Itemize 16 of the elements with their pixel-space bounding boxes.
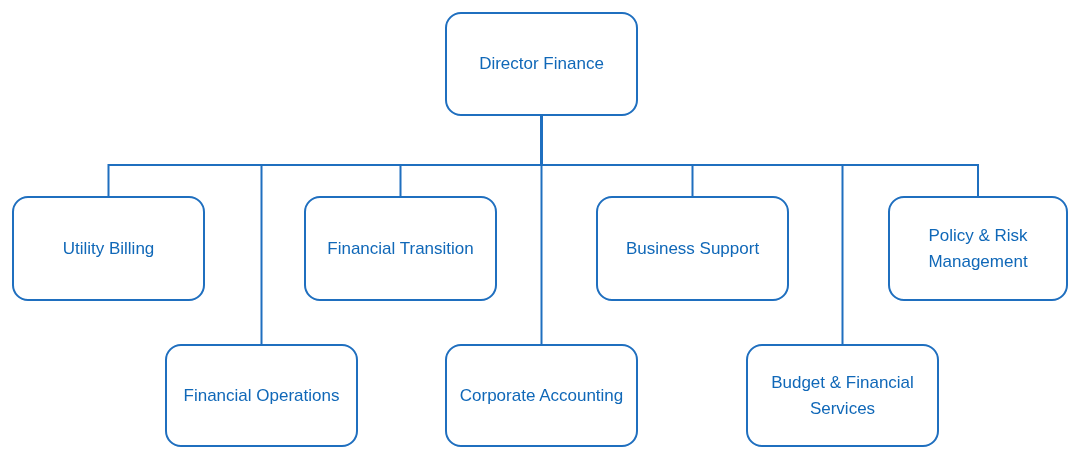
unit-name: Corporate Accounting	[459, 384, 624, 407]
unit-name: Financial Operations	[183, 384, 340, 407]
org-box	[165, 344, 358, 447]
unit-name: Budget & Financial Services	[770, 372, 915, 420]
unit-name: Business Support	[625, 237, 760, 260]
unit-name: Financial Transition	[327, 237, 474, 260]
org-box	[888, 196, 1068, 301]
org-box	[746, 344, 939, 447]
org-box	[304, 196, 497, 301]
unit-name: Utility Billing	[62, 237, 155, 260]
org-box	[445, 12, 638, 116]
org-box	[12, 196, 205, 301]
org-box	[445, 344, 638, 447]
org-box	[596, 196, 789, 301]
unit-name: Policy & Risk Management	[927, 225, 1029, 273]
unit-name: Director Finance	[479, 53, 604, 76]
